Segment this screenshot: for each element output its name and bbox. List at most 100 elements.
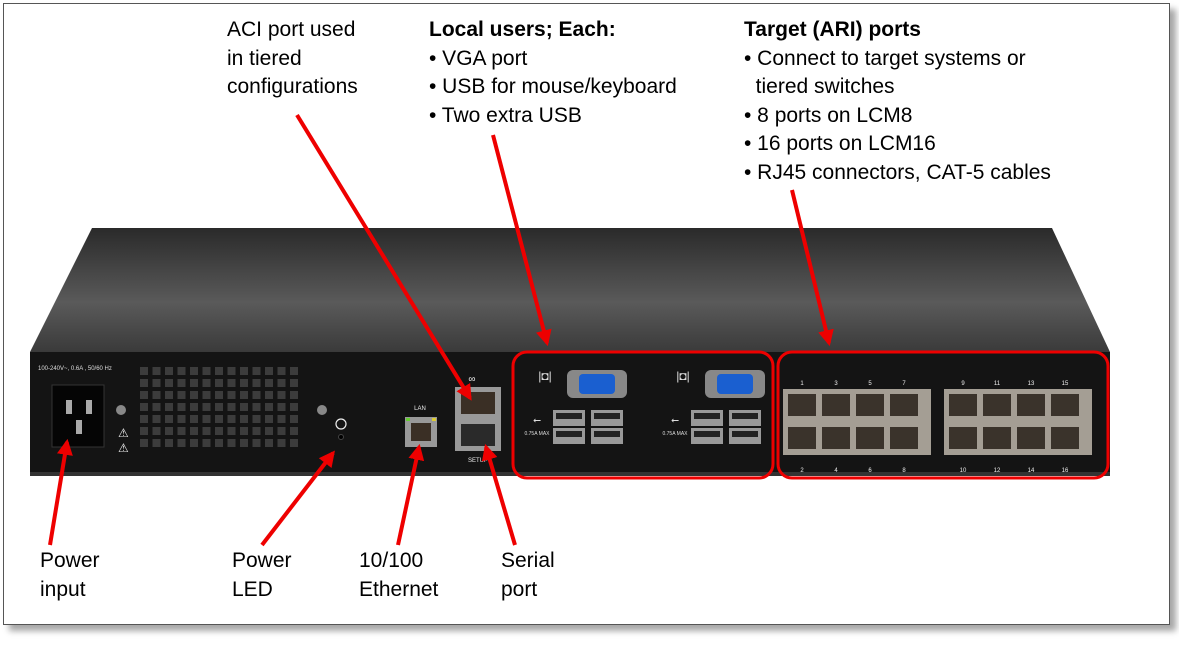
grille-hole [252, 379, 261, 387]
grille-hole [177, 391, 186, 399]
grille-hole [265, 403, 273, 411]
usb-icon: ⭠ [671, 415, 679, 426]
grille-hole [265, 427, 273, 435]
grille-hole [277, 439, 286, 447]
callout-line: Serial [501, 549, 555, 572]
rj45-port [890, 427, 918, 449]
callout-item: • RJ45 connectors, CAT-5 cables [744, 160, 1051, 184]
grille-hole [215, 403, 223, 411]
callout-line: Power [232, 549, 292, 572]
grille-hole [190, 439, 198, 447]
power-inlet [51, 384, 105, 448]
serial-setup-port [461, 424, 495, 446]
callout-line: port [501, 577, 538, 601]
grille-hole [215, 379, 223, 387]
port-number: 4 [834, 468, 838, 474]
callout-item: • VGA port [429, 46, 528, 70]
grille-hole [190, 367, 198, 375]
grille-hole [165, 367, 173, 375]
grille-hole [240, 379, 248, 387]
grille-hole [140, 439, 148, 447]
usb-port-slot [556, 413, 582, 419]
callout-local-users: Local users; Each: • VGA port • USB for … [429, 16, 677, 130]
arrow-power-input [48, 438, 73, 546]
callout-line: configurations [227, 75, 358, 98]
screw [116, 405, 126, 415]
callout-item: • Two extra USB [429, 103, 582, 127]
rj45-port [890, 394, 918, 416]
callout-item: • Connect to target systems or [744, 46, 1026, 70]
rj45-port [1051, 427, 1079, 449]
chassis-top [30, 228, 1110, 352]
grille-hole [240, 439, 248, 447]
grille-hole [177, 403, 186, 411]
callout-serial: Serial port [501, 547, 555, 604]
grille-hole [202, 391, 211, 399]
power-rating-label: 100-240V~, 0.6A , 50/60 Hz [38, 366, 112, 372]
power-led [338, 434, 344, 440]
grille-hole [140, 391, 148, 399]
grille-hole [177, 367, 186, 375]
grille-hole [165, 379, 173, 387]
grille-hole [252, 403, 261, 411]
grille-hole [277, 415, 286, 423]
callout-target: Target (ARI) ports • Connect to target s… [744, 16, 1051, 187]
port-number: 12 [994, 468, 1001, 474]
grille-hole [152, 439, 161, 447]
callout-aci: ACI port used in tiered configurations [227, 16, 358, 102]
callout-title: Target (ARI) ports [744, 18, 921, 41]
grille-hole [140, 415, 148, 423]
grille-hole [265, 367, 273, 375]
warning-icon: ⚠ [118, 441, 129, 455]
grille-hole [240, 415, 248, 423]
grille-hole [152, 403, 161, 411]
callout-power-input: Power input [40, 547, 100, 604]
vga-port [717, 374, 753, 394]
rj45-port [1017, 394, 1045, 416]
annotation-arrows [48, 113, 834, 547]
vga-port [579, 374, 615, 394]
callout-ethernet: 10/100 Ethernet [359, 547, 438, 604]
callout-title: Local users; Each: [429, 18, 616, 41]
port-number: 13 [1028, 381, 1035, 387]
grille-hole [252, 391, 261, 399]
callout-line: input [40, 577, 86, 601]
grille-hole [202, 403, 211, 411]
vga-icon: |◘| [676, 369, 689, 383]
usb-rating-label: 0.75A MAX [524, 431, 550, 437]
grille-hole [227, 403, 236, 411]
callout-item: • USB for mouse/keyboard [429, 75, 677, 98]
port-number: 5 [868, 381, 872, 387]
setup-label: SETUP [468, 458, 488, 464]
grille-hole [140, 379, 148, 387]
usb-icon: ⭠ [533, 415, 541, 426]
grille-hole [227, 367, 236, 375]
grille-hole [202, 367, 211, 375]
rj45-port [788, 394, 816, 416]
rj45-port [822, 427, 850, 449]
callout-line: 10/100 [359, 549, 424, 572]
grille-hole [252, 439, 261, 447]
port-number: 9 [961, 381, 965, 387]
grille-hole [290, 367, 298, 375]
grille-hole [290, 391, 298, 399]
usb-port-slot [594, 413, 620, 419]
power-icon [335, 418, 347, 430]
grille-hole [177, 379, 186, 387]
fan-grille [140, 367, 298, 447]
callout-item: • 16 ports on LCM16 [744, 132, 936, 155]
aci-link-icon: ∞ [468, 374, 475, 385]
grille-hole [277, 379, 286, 387]
vga-icon: |◘| [538, 369, 551, 383]
grille-hole [265, 379, 273, 387]
rj45-port [949, 427, 977, 449]
grille-hole [190, 403, 198, 411]
rj45-port [1051, 394, 1079, 416]
screw [317, 405, 327, 415]
grille-hole [252, 367, 261, 375]
grille-hole [190, 391, 198, 399]
grille-hole [215, 391, 223, 399]
grille-hole [215, 439, 223, 447]
usb-port-slot [694, 431, 720, 437]
